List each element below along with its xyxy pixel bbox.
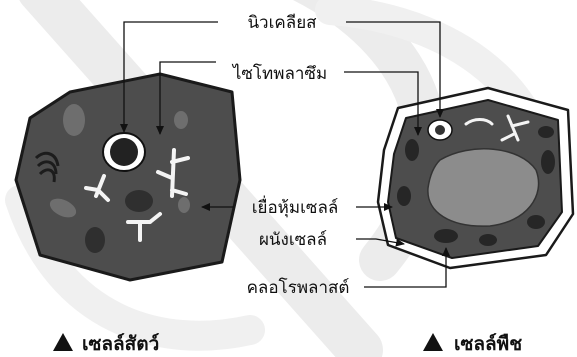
triangle-icon xyxy=(53,333,73,351)
vesicle xyxy=(125,190,153,212)
caption-animal-cell: เซลล์สัตว์ xyxy=(53,333,159,355)
plant-vacuole xyxy=(428,149,539,226)
vesicle xyxy=(178,197,190,213)
label-nucleus: นิวเคลียส xyxy=(247,13,317,33)
vesicle xyxy=(63,104,85,136)
vesicle xyxy=(85,227,105,253)
animal-nucleolus xyxy=(110,138,138,166)
label-cell-membrane: เยื่อหุ้มเซลล์ xyxy=(252,195,339,218)
plant-cell xyxy=(378,88,573,268)
vesicle xyxy=(174,111,188,129)
label-cytoplasm: ไซโทพลาซึม xyxy=(231,63,327,84)
label-cell-wall: ผนังเซลล์ xyxy=(259,230,327,250)
label-chloroplast: คลอโรพลาสต์ xyxy=(247,277,350,298)
animal-cell-body xyxy=(16,74,240,280)
animal-cell xyxy=(16,74,240,280)
plant-nucleolus xyxy=(435,125,445,135)
triangle-icon xyxy=(423,333,443,351)
caption-plant-cell-text: เซลล์พืช xyxy=(454,333,522,355)
caption-animal-cell-text: เซลล์สัตว์ xyxy=(82,333,159,355)
caption-plant-cell: เซลล์พืช xyxy=(423,333,522,355)
